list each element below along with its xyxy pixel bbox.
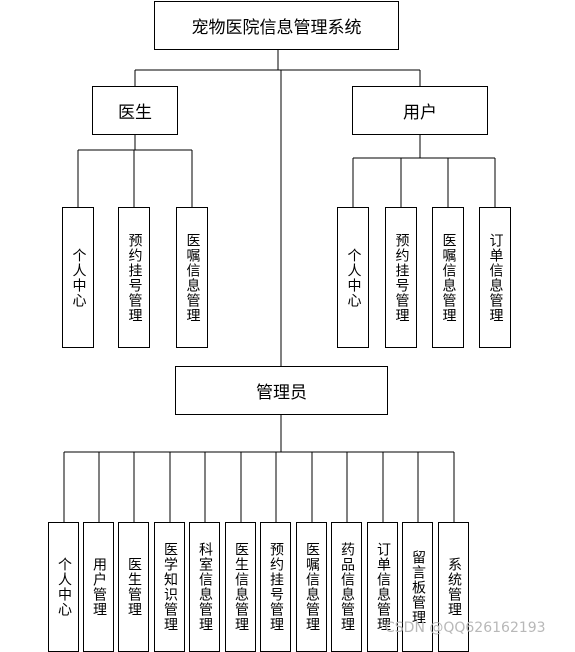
admin-child-node: 留言板管理: [402, 522, 433, 652]
user-node: 用户: [352, 86, 488, 135]
admin-child-label: 个人中心: [56, 557, 72, 617]
admin-child-label: 药品信息管理: [339, 542, 355, 632]
doctor-child-label: 医嘱信息管理: [184, 232, 201, 323]
doctor-child-node: 预约挂号管理: [118, 207, 150, 348]
admin-child-node: 药品信息管理: [331, 522, 362, 652]
doctor-child-label: 个人中心: [70, 247, 87, 308]
root-node: 宠物医院信息管理系统: [154, 1, 399, 50]
admin-label: 管理员: [256, 383, 307, 403]
admin-child-label: 订单信息管理: [375, 542, 391, 632]
user-child-label: 预约挂号管理: [393, 232, 410, 323]
admin-child-node: 用户管理: [83, 522, 114, 652]
doctor-label: 医生: [118, 103, 152, 123]
admin-node: 管理员: [175, 366, 388, 415]
admin-child-node: 科室信息管理: [189, 522, 220, 652]
user-child-node: 预约挂号管理: [385, 207, 417, 348]
user-child-label: 个人中心: [345, 247, 362, 308]
admin-child-node: 订单信息管理: [367, 522, 398, 652]
watermark-text: CSDN @QQ626162193: [385, 620, 546, 636]
doctor-child-node: 医嘱信息管理: [176, 207, 208, 348]
root-label: 宠物医院信息管理系统: [191, 18, 362, 38]
doctor-child-node: 个人中心: [62, 207, 94, 348]
doctor-node: 医生: [92, 86, 178, 135]
admin-child-label: 医生管理: [126, 557, 142, 617]
user-child-label: 医嘱信息管理: [440, 232, 457, 323]
user-child-node: 订单信息管理: [479, 207, 511, 348]
admin-child-label: 医学知识管理: [162, 542, 178, 632]
admin-child-node: 医生管理: [118, 522, 149, 652]
admin-child-label: 用户管理: [91, 557, 107, 617]
user-label: 用户: [403, 103, 437, 123]
admin-child-node: 医学知识管理: [154, 522, 185, 652]
doctor-child-label: 预约挂号管理: [126, 232, 143, 323]
admin-child-label: 留言板管理: [410, 549, 426, 625]
admin-child-label: 系统管理: [446, 557, 462, 617]
user-child-label: 订单信息管理: [487, 232, 504, 323]
admin-child-label: 科室信息管理: [197, 542, 213, 632]
admin-child-node: 个人中心: [48, 522, 79, 652]
admin-child-node: 预约挂号管理: [260, 522, 291, 652]
admin-child-node: 医生信息管理: [225, 522, 256, 652]
user-child-node: 医嘱信息管理: [432, 207, 464, 348]
admin-child-label: 医生信息管理: [233, 542, 249, 632]
user-child-node: 个人中心: [337, 207, 369, 348]
admin-child-node: 系统管理: [438, 522, 469, 652]
admin-child-node: 医嘱信息管理: [296, 522, 327, 652]
admin-child-label: 医嘱信息管理: [304, 542, 320, 632]
admin-child-label: 预约挂号管理: [268, 542, 284, 632]
